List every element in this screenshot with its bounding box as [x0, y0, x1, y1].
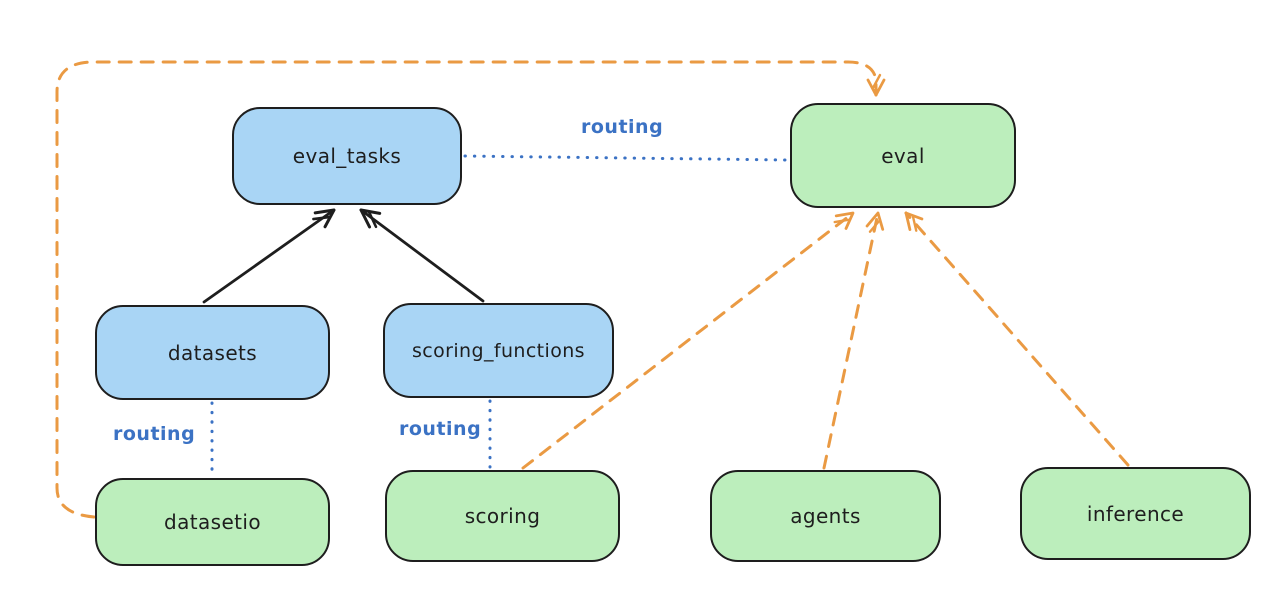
node-scoring-label: scoring [464, 504, 541, 528]
edge-agents-to-eval-arrow [822, 211, 885, 470]
edge-label-routing-eval-tasks-eval: routing [581, 116, 664, 138]
node-eval-tasks-label: eval_tasks [292, 144, 402, 168]
edge-scoring-functions-to-eval-tasks-arrow [359, 208, 485, 303]
node-datasetio-label: datasetio [163, 510, 261, 534]
edge-datasetio-to-eval-loop-arrow [55, 60, 886, 519]
edge-inference-to-eval-arrow [904, 211, 1130, 467]
edge-datasets-to-eval-tasks-arrow [202, 208, 336, 304]
node-agents: agents [710, 470, 941, 562]
node-eval: eval [790, 103, 1016, 208]
node-scoring-functions-label: scoring_functions [412, 339, 585, 362]
node-inference: inference [1020, 467, 1251, 560]
node-datasetio: datasetio [95, 478, 330, 566]
node-scoring-functions: scoring_functions [383, 303, 614, 398]
edge-label-routing-datasets-datasetio: routing [113, 423, 196, 445]
edge-label-routing-scoring-functions-scoring: routing [399, 418, 482, 440]
node-eval-tasks: eval_tasks [232, 107, 462, 205]
node-agents-label: agents [790, 504, 861, 528]
node-eval-label: eval [881, 143, 925, 168]
node-inference-label: inference [1086, 501, 1185, 526]
node-scoring: scoring [385, 470, 620, 562]
edge-routing-eval-tasks-eval [463, 154, 789, 162]
node-datasets-label: datasets [167, 340, 258, 365]
node-datasets: datasets [95, 305, 330, 400]
